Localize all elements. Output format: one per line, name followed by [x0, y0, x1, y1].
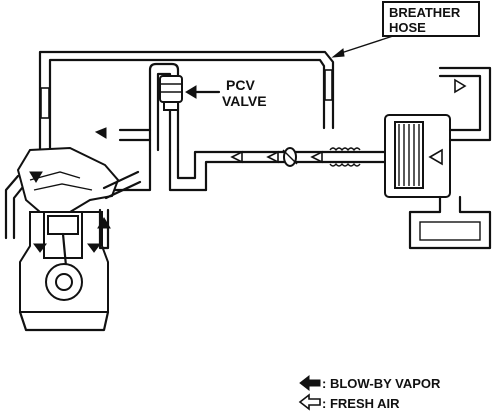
pcv-valve-label-line1: PCV: [226, 77, 255, 93]
breather-hose-label-line1: BREATHER: [389, 5, 461, 20]
connecting-rod: [61, 232, 68, 268]
pcv-valve-leader-arrowhead: [185, 85, 197, 99]
fresh-air-arrow-icon: [298, 393, 321, 411]
engine-cross-section: [4, 146, 142, 332]
piston: [47, 215, 79, 235]
breather-hose-flow-arrow-left: [40, 87, 50, 119]
air-cleaner: [384, 66, 492, 250]
cylinder-head: [16, 146, 120, 213]
breather-hose: [38, 50, 335, 152]
breather-hose-label-box: [382, 1, 480, 37]
breather-hose-callout: BREATHER HOSE: [331, 1, 480, 58]
pcv-valve-body: [159, 75, 183, 103]
legend-fresh-air: : FRESH AIR: [298, 393, 400, 411]
legend-blow-by: : BLOW-BY VAPOR: [299, 374, 441, 392]
legend: : BLOW-BY VAPOR : FRESH AIR: [298, 374, 441, 411]
legend-fresh-air-label: : FRESH AIR: [322, 396, 400, 411]
breather-hose-leader-arrowhead: [331, 48, 345, 58]
blow-by-arrow-icon: [299, 374, 321, 392]
intake-corrugated-hose: [329, 147, 361, 152]
breather-hose-label-line2: HOSE: [389, 20, 426, 35]
pcv-valve: PCV VALVE: [148, 62, 267, 152]
pcv-valve-label-line2: VALVE: [222, 93, 267, 109]
breather-hose-flow-arrow-right: [324, 69, 333, 101]
intake-duct: [38, 127, 387, 192]
breather-hose-leader-line: [337, 35, 394, 55]
legend-blow-by-label: : BLOW-BY VAPOR: [322, 376, 441, 391]
oil-pan: [18, 310, 110, 332]
air-resonator: [419, 221, 481, 241]
